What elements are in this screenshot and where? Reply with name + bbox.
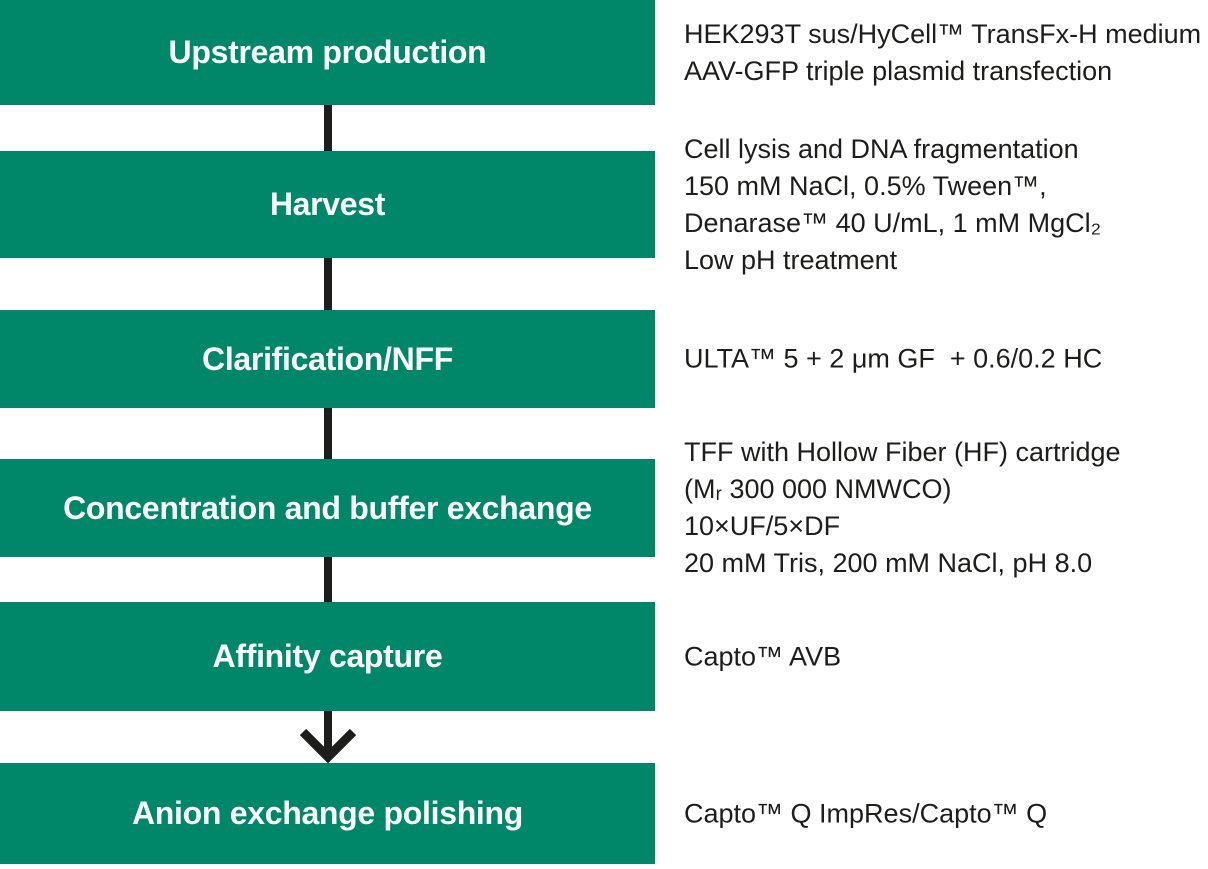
connector-line <box>0 408 655 459</box>
annotation-line: ULTA™ 5 + 2 μm GF + 0.6/0.2 HC <box>684 343 1103 374</box>
step-annotation: TFF with Hollow Fiber (HF) cartridge (Mᵣ… <box>684 434 1204 582</box>
step-label: Anion exchange polishing <box>131 795 524 831</box>
arrow-down-icon <box>299 711 356 763</box>
annotation-line: Denarase™ 40 U/mL, 1 mM MgCl₂ <box>684 207 1102 238</box>
vertical-line <box>323 408 332 459</box>
step-row: Concentration and buffer exchange TFF wi… <box>0 437 1208 578</box>
step-row: Harvest Cell lysis and DNA fragmentation… <box>0 134 1208 275</box>
step-box-anion-exchange-polishing: Anion exchange polishing <box>0 763 655 864</box>
annotation-line: Cell lysis and DNA fragmentation <box>684 133 1079 164</box>
step-row: Affinity capture Capto™ AVB <box>0 602 1208 711</box>
connector-line <box>0 258 655 310</box>
step-label: Concentration and buffer exchange <box>63 489 592 526</box>
vertical-line <box>323 105 332 151</box>
step-row: Anion exchange polishing Capto™ Q ImpRes… <box>0 763 1208 864</box>
step-annotation: Capto™ Q ImpRes/Capto™ Q <box>684 795 1204 832</box>
step-label: Affinity capture <box>212 638 443 674</box>
annotation-line: 150 mM NaCl, 0.5% Tween™, <box>684 170 1047 201</box>
step-label: Clarification/NFF <box>202 340 453 377</box>
step-box-affinity-capture: Affinity capture <box>0 602 655 711</box>
step-annotation: Cell lysis and DNA fragmentation 150 mM … <box>684 131 1204 279</box>
step-annotation: ULTA™ 5 + 2 μm GF + 0.6/0.2 HC <box>684 341 1204 378</box>
annotation-line: Capto™ AVB <box>684 641 842 671</box>
step-annotation: Capto™ AVB <box>684 638 1204 675</box>
step-label: Upstream production <box>168 34 487 70</box>
annotation-line: 20 mM Tris, 200 mM NaCl, pH 8.0 <box>684 548 1093 578</box>
vertical-line <box>323 557 332 602</box>
step-label: Harvest <box>269 186 386 222</box>
step-box-clarification-nff: Clarification/NFF <box>0 310 655 408</box>
annotation-line: 10×UF/5×DF <box>684 511 841 541</box>
annotation-line: Capto™ Q ImpRes/Capto™ Q <box>684 798 1048 828</box>
step-box-upstream-production: Upstream production <box>0 0 655 105</box>
annotation-line: HEK293T sus/HyCell™ TransFx-H medium <box>684 18 1202 49</box>
vertical-line <box>323 258 332 310</box>
connector-arrow <box>0 711 655 763</box>
annotation-line: Low pH treatment <box>684 244 898 275</box>
step-box-concentration-and-buffer-exchange: Concentration and buffer exchange <box>0 459 655 557</box>
annotation-line: TFF with Hollow Fiber (HF) cartridge <box>684 437 1121 467</box>
annotation-line: (Mᵣ 300 000 NMWCO) <box>684 474 952 504</box>
annotation-line: AAV-GFP triple plasmid transfection <box>684 55 1113 86</box>
connector-line <box>0 557 655 602</box>
step-box-harvest: Harvest <box>0 151 655 258</box>
step-row: Upstream production HEK293T sus/HyCell™ … <box>0 0 1208 105</box>
step-row: Clarification/NFF ULTA™ 5 + 2 μm GF + 0.… <box>0 310 1208 408</box>
connector-line <box>0 105 655 151</box>
step-annotation: HEK293T sus/HyCell™ TransFx-H medium AAV… <box>684 16 1204 90</box>
